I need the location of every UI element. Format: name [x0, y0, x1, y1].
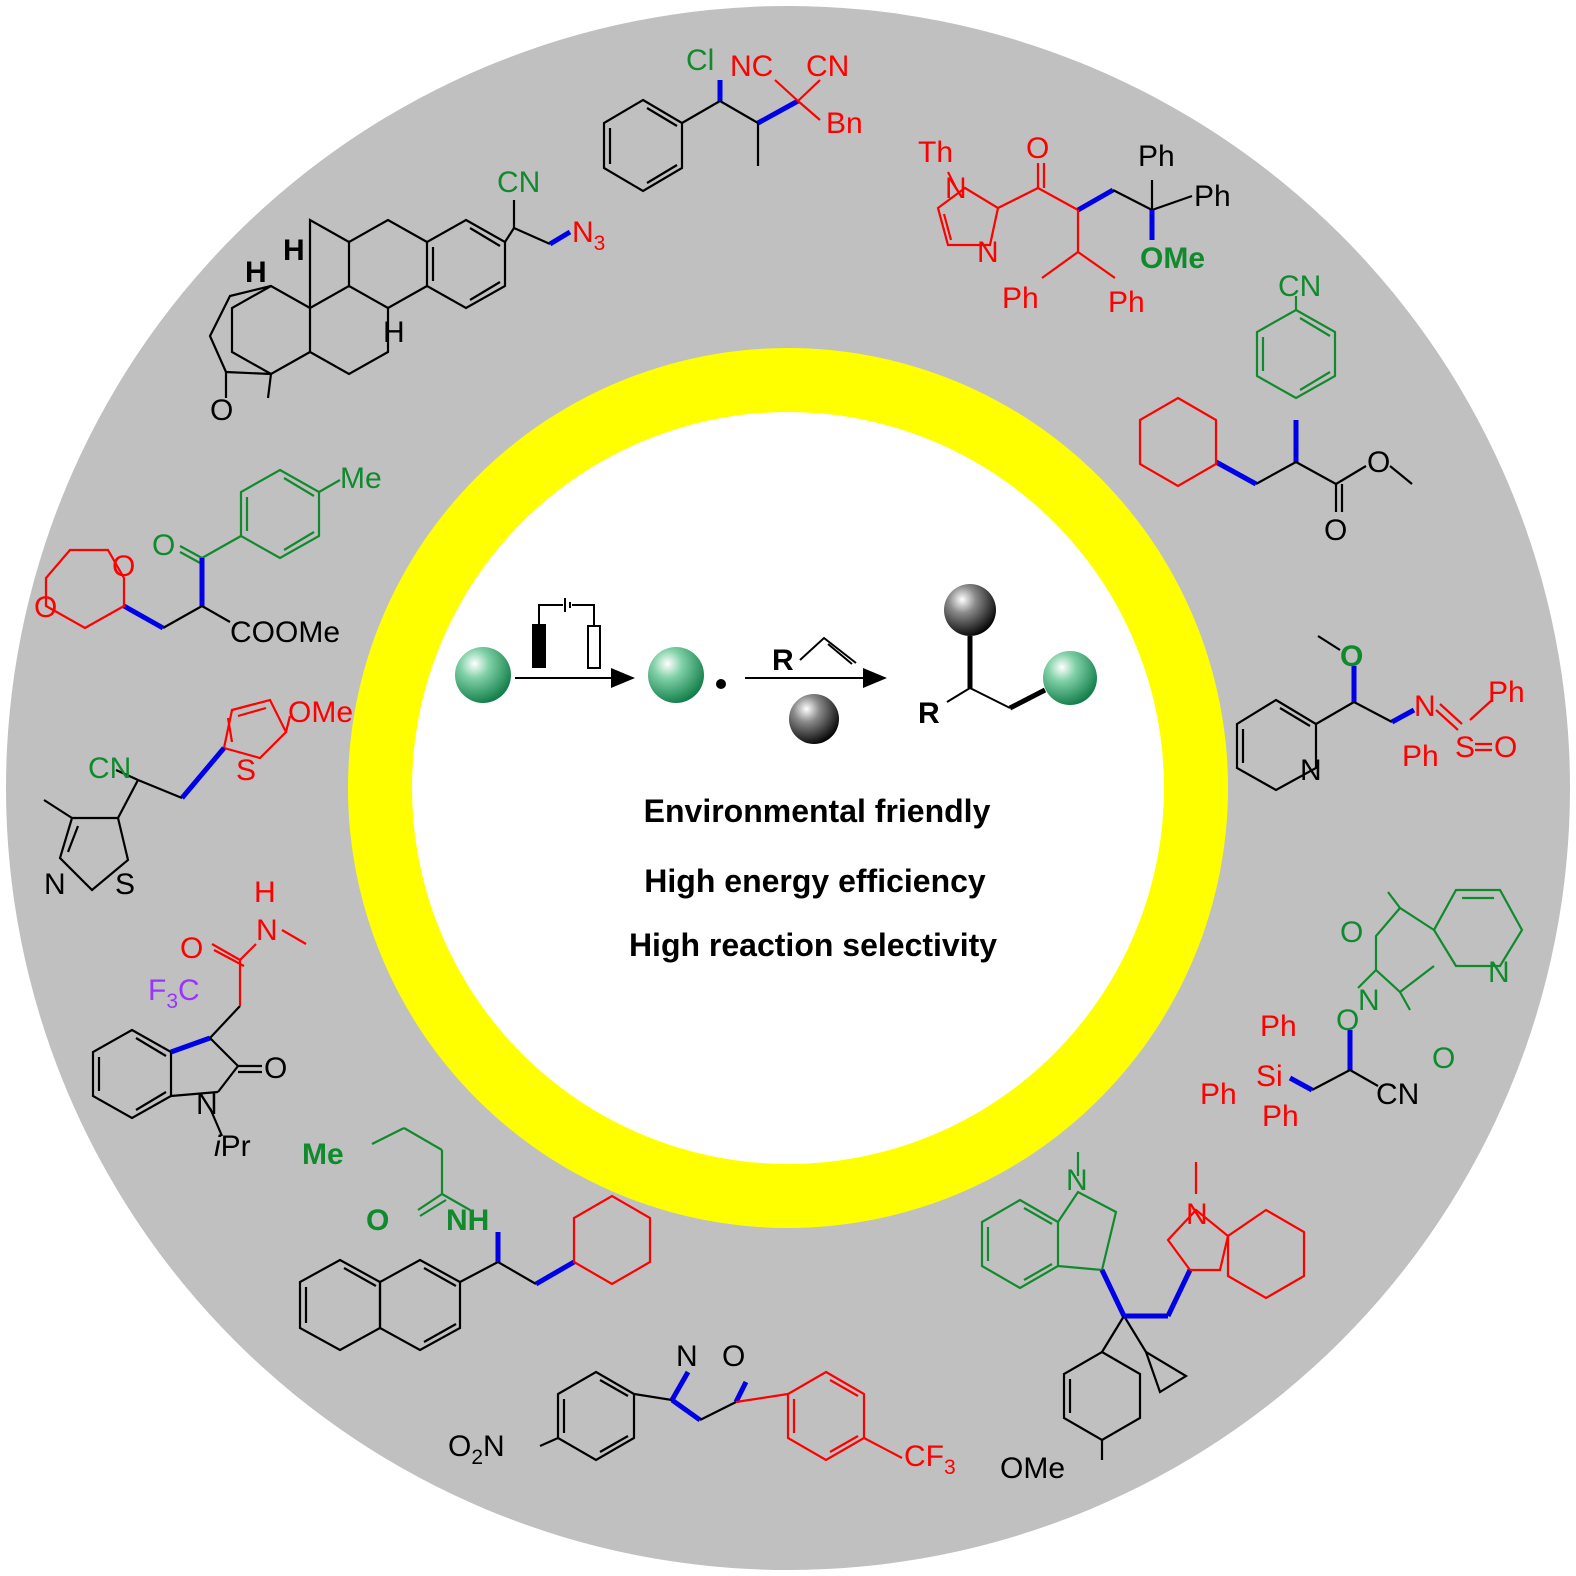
steroid-cn-label: CN	[497, 166, 540, 199]
molecule-steroid: CN N3 H H H O	[208, 166, 605, 427]
amide-n-label: N	[256, 914, 278, 947]
sulfoximine-ph-2: Ph	[1402, 740, 1439, 773]
oxindole-n-label: N	[196, 1088, 218, 1121]
thiophene-s-label: S	[236, 754, 256, 787]
steroid-h-1: H	[283, 234, 305, 267]
n-oxy-o: O	[1336, 1004, 1359, 1037]
thiazole-n-label: N	[44, 868, 66, 901]
molecule-isoxazole: N O O2N CF3	[448, 1340, 956, 1479]
radical-dot	[716, 679, 726, 689]
coome-label: COOMe	[230, 616, 340, 649]
sulfoximine-o: O	[1494, 731, 1517, 764]
phthalimide-n: N	[1358, 984, 1380, 1017]
silyl-ph-2: Ph	[1200, 1078, 1237, 1111]
black-ball-product	[944, 584, 996, 636]
bn-label: Bn	[826, 107, 863, 140]
sulfoximine-n: N	[1414, 690, 1436, 723]
indole-n-2: N	[1186, 1198, 1208, 1231]
feature-selectivity: High reaction selectivity	[629, 927, 997, 963]
steroid-h-2: H	[245, 256, 267, 289]
phthalimide-o-1: O	[1340, 916, 1363, 949]
ester-o-1: O	[1367, 446, 1390, 479]
oxindole-o-label: O	[264, 1052, 287, 1085]
electrode-icon	[532, 598, 601, 669]
ketone-o-label: O	[1026, 132, 1049, 165]
molecule-chloro-dinitrile: Cl NC CN Bn	[602, 44, 863, 193]
isopropyl-label: iPr	[214, 1130, 251, 1163]
cf3-label: CF3	[904, 1440, 956, 1479]
methoxyphenyl-ome: OMe	[1000, 1452, 1065, 1485]
thiazole-cn-label: CN	[88, 752, 131, 785]
product-r-label: R	[918, 697, 940, 730]
black-ball-reagent	[789, 694, 839, 744]
ester-o-2: O	[1324, 514, 1347, 547]
steroid-h-3: H	[383, 316, 405, 349]
molecule-oxindole: H N O F3C O N iPr	[91, 876, 307, 1163]
ph-label-4: Ph	[1108, 286, 1145, 319]
trifluoromethyl-label: F3C	[148, 974, 200, 1013]
ph-label-3: Ph	[1002, 282, 1039, 315]
pyridine-n: N	[1300, 754, 1322, 787]
silicon-label: Si	[1256, 1060, 1283, 1093]
butyl-me-label: Me	[302, 1138, 344, 1171]
molecule-naphthyl-amide: Me O NH	[298, 1127, 652, 1352]
cn-label: CN	[806, 50, 849, 83]
molecule-bis-indole: N N OMe	[980, 1152, 1306, 1485]
dioxane-o-2: O	[34, 591, 57, 624]
reaction-scheme: R R	[455, 584, 1097, 744]
imidazole-n2: N	[977, 236, 999, 269]
imidazole-n1: N	[945, 172, 967, 205]
alkene-r-label: R	[772, 644, 794, 677]
pyridine-n-green: N	[1488, 956, 1510, 989]
silyl-cn-label: CN	[1376, 1078, 1419, 1111]
amide-o-label: O	[180, 932, 203, 965]
molecule-sulfoximine: O N S O Ph Ph N	[1235, 635, 1525, 792]
thiophene-ome-label: OMe	[288, 696, 353, 729]
dioxane-o-1: O	[112, 550, 135, 583]
silyl-ph-3: Ph	[1262, 1100, 1299, 1133]
nitro-label: O2N	[448, 1430, 505, 1469]
methoxy-o-label: O	[1340, 640, 1363, 673]
ph-label-2: Ph	[1194, 180, 1231, 213]
molecule-cyanoaryl-ester: CN O O	[1138, 270, 1413, 547]
azide-label: N3	[572, 216, 605, 255]
molecule-thiazole-thiophene: CN OMe S N S	[43, 696, 353, 901]
amide-nh-bold: NH	[446, 1204, 489, 1237]
ketone-o-green: O	[152, 529, 175, 562]
feature-energy: High energy efficiency	[644, 863, 986, 899]
feature-environmental: Environmental friendly	[644, 793, 991, 829]
isoxazole-o: O	[722, 1340, 745, 1373]
phthalimide-o-2: O	[1432, 1042, 1455, 1075]
molecule-silyl-phthalimide: O N O O N Si Ph Ph Ph CN	[1200, 888, 1524, 1133]
alkene-bonds	[799, 636, 857, 664]
green-ball-radical	[648, 647, 704, 703]
chloro-label: Cl	[686, 44, 714, 77]
amide-o-bold: O	[366, 1204, 389, 1237]
green-ball-product	[1043, 651, 1097, 705]
center-disc	[412, 412, 1164, 1164]
tolyl-me-label: Me	[340, 462, 382, 495]
indole-n-1: N	[1066, 1164, 1088, 1197]
steroid-o-label: O	[210, 394, 233, 427]
sulfoximine-ph-1: Ph	[1488, 676, 1525, 709]
th-label: Th	[918, 136, 953, 169]
ome-bold-label: OMe	[1140, 242, 1205, 275]
thiazole-s-label: S	[115, 868, 135, 901]
aryl-cn-label: CN	[1278, 270, 1321, 303]
ph-label-1: Ph	[1138, 140, 1175, 173]
green-ball-start	[455, 647, 511, 703]
amide-h-label: H	[254, 876, 276, 909]
molecule-dioxane-ketoester: Me O O O COOMe	[34, 462, 382, 649]
molecule-imidazole-ketone: Th N N O Ph Ph OMe Ph Ph	[918, 132, 1231, 319]
nc-label: NC	[730, 50, 773, 83]
sulfoximine-s: S	[1455, 731, 1475, 764]
isoxazole-n: N	[676, 1340, 698, 1373]
silyl-ph-1: Ph	[1260, 1010, 1297, 1043]
